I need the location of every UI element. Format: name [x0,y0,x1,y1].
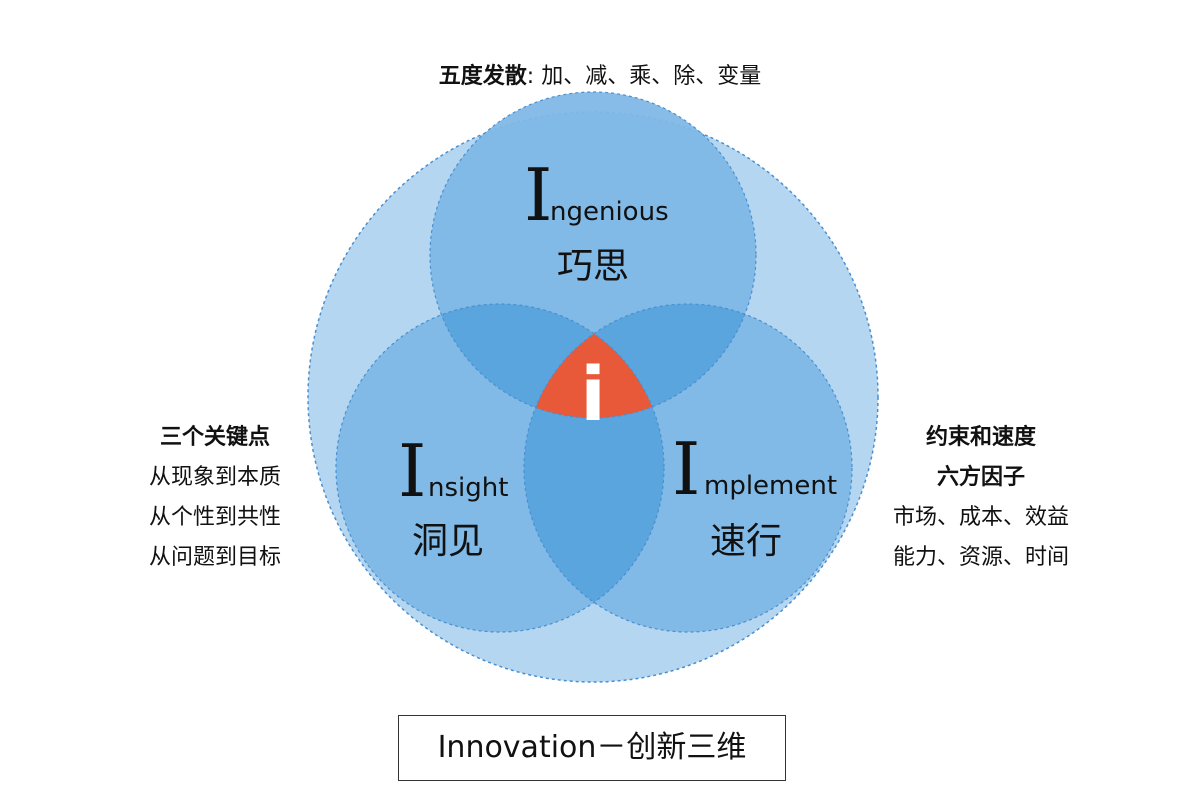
outline-implement [523,303,853,633]
right-notes-head-1: 约束和速度 [925,425,1036,450]
insight-cn: 洞见 [412,521,484,562]
left-notes-line-3: 从问题到目标 [148,545,281,570]
outline-ingenious [429,91,757,419]
center-region [524,304,664,418]
outline-insight [335,303,665,633]
implement-cn: 速行 [710,521,782,562]
top-note: 五度发散: 加、减、乘、除、变量 [0,58,1200,90]
ingenious-cn: 巧思 [557,246,629,287]
top-note-sep: : [526,64,535,89]
left-notes-line-2: 从个性到共性 [148,505,281,530]
left-notes-head: 三个关键点 [159,425,270,450]
implement-initial: I [672,427,700,511]
insight-initial: I [398,429,426,513]
right-notes-line-2: 能力、资源、时间 [892,545,1069,570]
top-note-label: 五度发散 [438,64,527,89]
center-i-glyph: i [580,352,605,438]
insight-word: nsight [428,473,508,503]
right-notes: 约束和速度 六方因子 市场、成本、效益 能力、资源、时间 [861,418,1101,578]
implement-word: mplement [704,471,837,501]
top-note-items: 加、减、乘、除、变量 [541,64,762,89]
left-notes: 三个关键点 从现象到本质 从个性到共性 从问题到目标 [95,418,335,578]
ingenious-word: ngenious [550,197,669,227]
right-notes-line-1: 市场、成本、效益 [892,505,1069,530]
footer-title: Innovation－创新三维 [398,715,786,781]
left-notes-line-1: 从现象到本质 [148,465,281,490]
right-notes-head-2: 六方因子 [936,465,1025,490]
ingenious-initial: I [524,153,552,237]
